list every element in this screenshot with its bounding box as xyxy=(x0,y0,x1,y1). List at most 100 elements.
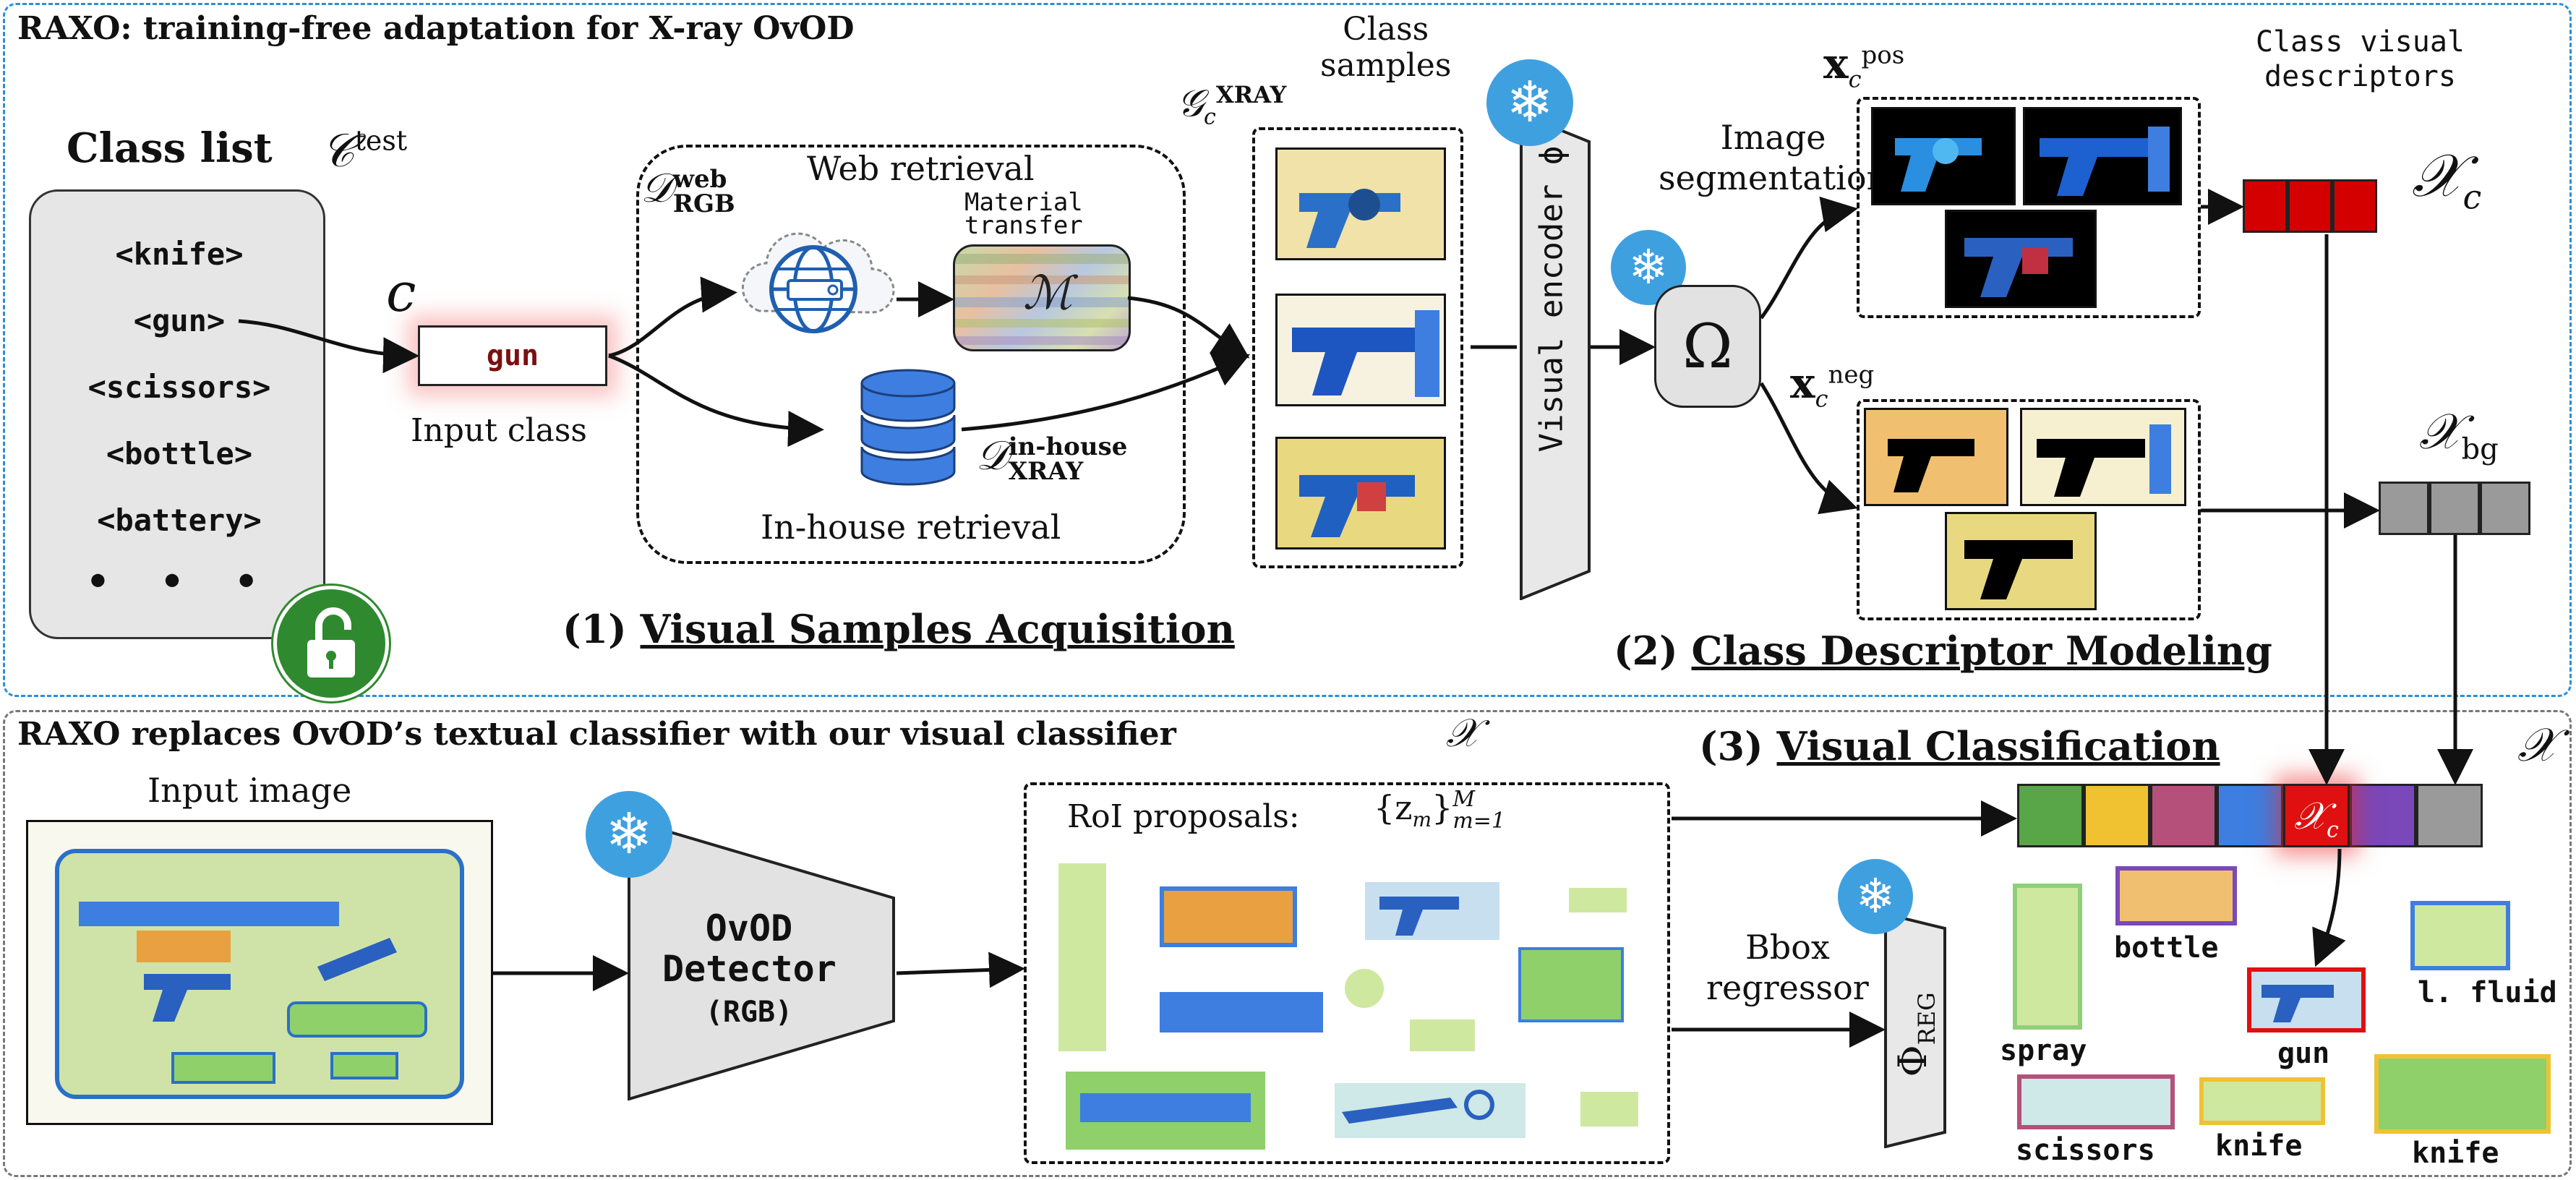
class-item-bottle: <bottle> xyxy=(106,436,253,471)
bottom-panel xyxy=(3,710,2572,1177)
step2-label: (2) Class Descriptor Modeling xyxy=(1614,628,2272,674)
roi-crop xyxy=(1345,969,1384,1008)
top-title: RAXO: training-free adaptation for X-ray… xyxy=(17,10,855,47)
classifier-cell-spray xyxy=(2017,784,2084,847)
positive-samples-box xyxy=(1857,97,2201,318)
class-samples-box xyxy=(1252,127,1463,568)
class-list-ellipsis: • • • xyxy=(86,560,273,604)
output-label-lfluid: l. fluid xyxy=(2418,976,2557,1009)
classifier-symbol: 𝒳 xyxy=(1446,710,1480,756)
roi-crop xyxy=(1335,1083,1526,1138)
sample-image-1 xyxy=(1275,148,1446,260)
output-label-bottle: bottle xyxy=(2114,931,2219,965)
class-list-box: <knife> <gun> <scissors> <bottle> <batte… xyxy=(29,189,325,639)
inhouse-retrieval-label: In-house retrieval xyxy=(761,508,1061,547)
samples-set-symbol: 𝒢cXRAY xyxy=(1177,81,1287,130)
input-class-caption: Input class xyxy=(411,412,587,449)
frozen-icon-encoder: ❄ xyxy=(1486,59,1573,146)
pos-image-2 xyxy=(2023,107,2182,205)
material-symbol: ℳ xyxy=(1023,267,1073,320)
classifier-cell-scissors xyxy=(2150,784,2217,847)
ovod-detector-block xyxy=(628,818,895,1101)
roi-crop xyxy=(1569,888,1627,912)
classifier-cell-gun: 𝒳c xyxy=(2283,784,2350,847)
web-retrieval-label: Web retrieval xyxy=(807,149,1035,188)
classifier-cell-bottle xyxy=(2350,784,2416,847)
input-xray-image xyxy=(26,820,493,1125)
class-set-symbol: 𝒞test xyxy=(321,124,408,178)
classifier-symbol-right: 𝒳 xyxy=(2517,719,2558,772)
class-descriptor-cell xyxy=(2332,179,2377,233)
background-descriptor-vector xyxy=(2379,482,2530,535)
retrieval-box xyxy=(636,145,1186,564)
bg-descriptor-cell xyxy=(2429,482,2480,535)
class-descriptor-symbol: 𝒳c xyxy=(2412,142,2482,217)
class-item-knife: <knife> xyxy=(115,236,244,272)
output-box-bottle xyxy=(2115,866,2237,925)
neg-image-2 xyxy=(2020,408,2186,506)
roi-crop xyxy=(1410,1019,1475,1051)
roi-crop xyxy=(1365,882,1499,940)
roi-crop xyxy=(1058,863,1106,1051)
input-class-box: gun xyxy=(418,325,607,386)
unlock-icon xyxy=(273,586,389,701)
frozen-icon-regressor: ❄ xyxy=(1838,859,1913,934)
pos-image-3 xyxy=(1945,210,2097,308)
bottom-title: RAXO replaces OvOD’s textual classifier … xyxy=(17,716,1176,753)
output-box-scissors xyxy=(2017,1074,2175,1129)
neg-image-1 xyxy=(1864,408,2008,506)
neg-image-3 xyxy=(1945,512,2097,610)
class-item-scissors: <scissors> xyxy=(87,369,271,405)
step1-label: (1) Visual Samples Acquisition xyxy=(562,606,1235,652)
bg-descriptor-cell xyxy=(2480,482,2530,535)
background-descriptor-symbol: 𝒳bg xyxy=(2419,403,2499,466)
output-box-knife-2 xyxy=(2374,1054,2551,1134)
class-list-heading: Class list xyxy=(67,124,273,172)
roi-crop xyxy=(1518,947,1624,1022)
output-label-spray: spray xyxy=(2000,1034,2087,1067)
segmentation-omega: Ω xyxy=(1654,285,1761,408)
roi-proposals-label: RoI proposals: xyxy=(1067,798,1300,835)
material-texture-image: ℳ xyxy=(953,244,1131,351)
classifier-cell-lfluid xyxy=(2217,784,2283,847)
database-icon xyxy=(857,367,959,495)
web-cloud-icon xyxy=(730,217,897,354)
output-label-knife-2: knife xyxy=(2412,1137,2499,1170)
class-item-gun: <gun> xyxy=(133,303,226,338)
output-box-lfluid xyxy=(2410,901,2510,970)
bg-descriptor-cell xyxy=(2379,482,2429,535)
class-descriptor-cell xyxy=(2288,179,2332,233)
class-item-battery: <battery> xyxy=(97,503,262,538)
roi-crop xyxy=(1160,886,1297,947)
output-label-scissors: scissors xyxy=(2016,1134,2155,1167)
negative-samples-symbol: xcneg xyxy=(1790,359,1875,413)
class-descriptor-vector xyxy=(2243,179,2377,233)
visual-encoder-block xyxy=(1520,112,1591,601)
output-label-knife-1: knife xyxy=(2215,1129,2303,1163)
roi-crop xyxy=(1160,992,1323,1032)
roi-crop xyxy=(1066,1072,1265,1150)
roi-proposals-box xyxy=(1024,782,1670,1164)
pos-image-1 xyxy=(1871,107,2016,205)
class-descriptor-cell xyxy=(2243,179,2288,233)
sample-image-3 xyxy=(1275,437,1446,550)
visual-classifier-bar: 𝒳c xyxy=(2017,784,2483,847)
class-symbol: c xyxy=(386,262,416,324)
classifier-cell-knife xyxy=(2084,784,2150,847)
output-box-spray xyxy=(2013,884,2082,1030)
positive-samples-symbol: xcpos xyxy=(1823,39,1905,93)
frozen-icon-detector: ❄ xyxy=(586,791,672,878)
output-label-gun: gun xyxy=(2277,1037,2330,1070)
output-box-knife-1 xyxy=(2199,1077,2325,1125)
input-image-label: Input image xyxy=(147,771,352,810)
roi-crop xyxy=(1580,1092,1638,1126)
